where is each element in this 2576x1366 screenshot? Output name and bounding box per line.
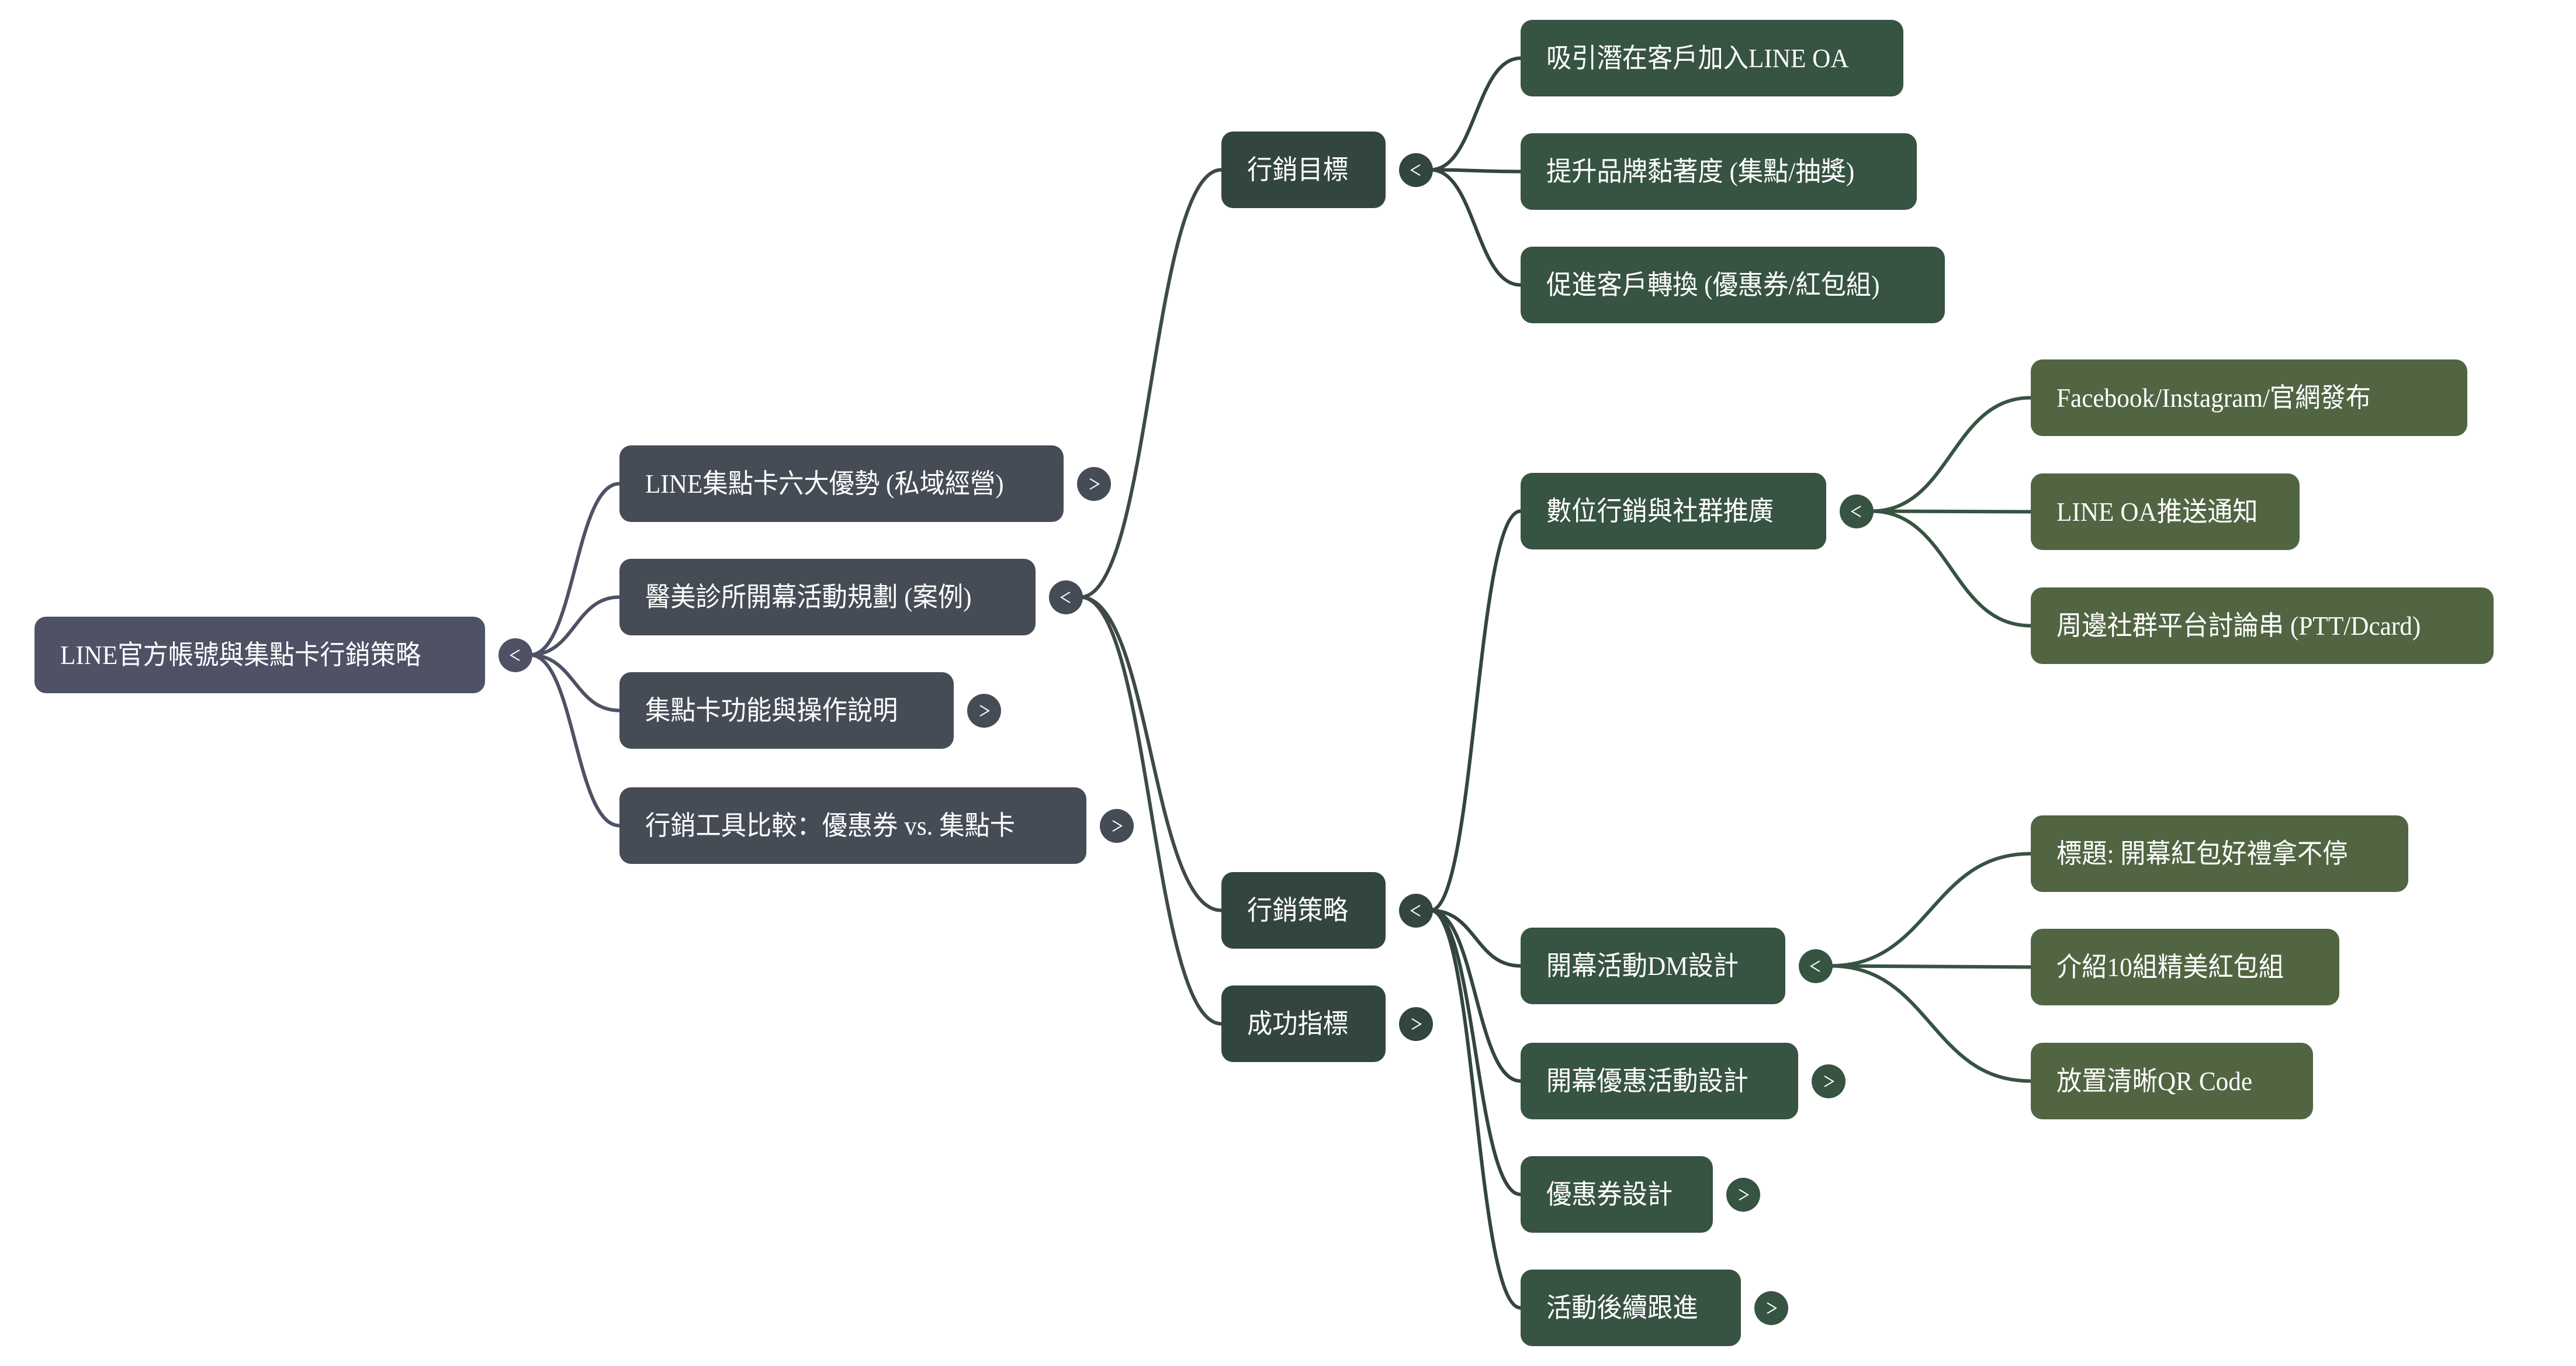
node-label: 成功指標 <box>1247 1008 1348 1039</box>
connector-line <box>1871 509 2031 514</box>
node-label: 周邊社群平台討論串 (PTT/Dcard) <box>2056 610 2421 641</box>
mindmap-node-level-3[interactable]: 活動後續跟進 <box>1521 1270 1741 1346</box>
node-label: 標題: 開幕紅包好禮拿不停 <box>2056 838 2348 869</box>
connector-line <box>1830 964 2031 1083</box>
collapse-chevron-icon[interactable] <box>1399 153 1433 187</box>
node-label: 優惠券設計 <box>1546 1179 1673 1209</box>
node-label: 提升品牌黏著度 (集點/抽獎) <box>1546 156 1855 186</box>
mindmap-node-level-1[interactable]: LINE集點卡六大優勢 (私域經營) <box>619 445 1064 522</box>
connector-line <box>1430 908 1521 968</box>
node-label: 介紹10組精美紅包組 <box>2056 952 2284 982</box>
node-label: LINE官方帳號與集點卡行銷策略 <box>60 639 421 670</box>
connector-line <box>1830 964 2031 969</box>
connector-line <box>1080 168 1222 599</box>
connector-line <box>1430 168 1521 174</box>
connector-line <box>1830 852 2031 968</box>
node-label: 活動後續跟進 <box>1546 1292 1698 1323</box>
mindmap-node-level-3[interactable]: 開幕優惠活動設計 <box>1521 1043 1798 1119</box>
node-label: 行銷目標 <box>1247 154 1348 185</box>
node-label: LINE集點卡六大優勢 (私域經營) <box>645 468 1004 499</box>
mindmap-node-level-1[interactable]: 集點卡功能與操作說明 <box>619 672 954 749</box>
expand-chevron-icon[interactable] <box>1077 466 1111 501</box>
mindmap-node-level-3[interactable]: 數位行銷與社群推廣 <box>1521 473 1826 549</box>
connector-line <box>1430 908 1521 1196</box>
mindmap-node-level-4[interactable]: 標題: 開幕紅包好禮拿不停 <box>2031 815 2408 892</box>
expand-chevron-icon[interactable] <box>1726 1177 1760 1212</box>
node-label: 醫美診所開幕活動規劃 (案例) <box>645 582 972 612</box>
connector-line <box>1871 396 2031 513</box>
mindmap-node-level-2[interactable]: 成功指標 <box>1221 985 1386 1062</box>
mindmap-node-level-4[interactable]: 周邊社群平台討論串 (PTT/Dcard) <box>2031 587 2494 664</box>
mindmap-node-level-2[interactable]: 行銷目標 <box>1221 132 1386 208</box>
connector-line <box>1430 168 1521 287</box>
collapse-chevron-icon[interactable] <box>1840 494 1874 528</box>
expand-chevron-icon[interactable] <box>1399 1007 1433 1041</box>
mindmap-node-level-2[interactable]: 行銷策略 <box>1221 872 1386 949</box>
node-label: 吸引潛在客戶加入LINE OA <box>1546 43 1849 73</box>
connector-line <box>1430 56 1521 172</box>
node-label: 行銷工具比較：優惠券 vs. 集點卡 <box>645 810 1016 841</box>
collapse-chevron-icon[interactable] <box>1399 893 1433 928</box>
connector-line <box>1430 908 1521 1310</box>
collapse-chevron-icon[interactable] <box>498 638 532 672</box>
node-label: 促進客戶轉換 (優惠券/紅包組) <box>1546 269 1880 300</box>
mindmap-node-level-3[interactable]: 吸引潛在客戶加入LINE OA <box>1521 20 1903 96</box>
collapse-chevron-icon[interactable] <box>1049 580 1083 614</box>
mindmap-node-level-1[interactable]: 行銷工具比較：優惠券 vs. 集點卡 <box>619 787 1086 864</box>
connector-line <box>1430 509 1521 912</box>
connector-line <box>529 653 620 713</box>
node-label: 開幕活動DM設計 <box>1546 950 1739 981</box>
collapse-chevron-icon[interactable] <box>1799 949 1833 983</box>
connector-line <box>529 482 620 657</box>
node-label: 集點卡功能與操作說明 <box>645 695 898 725</box>
expand-chevron-icon[interactable] <box>1100 808 1134 843</box>
mindmap-node-level-1[interactable]: 醫美診所開幕活動規劃 (案例) <box>619 559 1036 635</box>
mindmap-node-level-4[interactable]: LINE OA推送通知 <box>2031 473 2300 550</box>
mindmap-node-level-4[interactable]: 介紹10組精美紅包組 <box>2031 929 2339 1005</box>
expand-chevron-icon[interactable] <box>1754 1291 1788 1325</box>
mindmap-node-level-3[interactable]: 提升品牌黏著度 (集點/抽獎) <box>1521 133 1917 210</box>
node-label: 行銷策略 <box>1247 895 1348 925</box>
mindmap-node-level-4[interactable]: 放置清晰QR Code <box>2031 1043 2313 1119</box>
node-label: 開幕優惠活動設計 <box>1546 1066 1749 1096</box>
connector-line <box>1080 595 1222 912</box>
expand-chevron-icon[interactable] <box>1812 1064 1846 1098</box>
node-label: 放置清晰QR Code <box>2056 1066 2253 1096</box>
node-label: LINE OA推送通知 <box>2056 496 2258 527</box>
connector-line <box>1080 595 1222 1026</box>
connector-line <box>1871 509 2031 628</box>
mindmap-node-level-3[interactable]: 促進客戶轉換 (優惠券/紅包組) <box>1521 247 1945 323</box>
mindmap-node-level-4[interactable]: Facebook/Instagram/官網發布 <box>2031 359 2467 436</box>
expand-chevron-icon[interactable] <box>967 693 1001 728</box>
mindmap-node-level-3[interactable]: 開幕活動DM設計 <box>1521 928 1785 1004</box>
mindmap-node-level-3[interactable]: 優惠券設計 <box>1521 1156 1713 1233</box>
connector-line <box>1430 908 1521 1083</box>
root-node[interactable]: LINE官方帳號與集點卡行銷策略 <box>34 617 485 693</box>
connector-line <box>529 653 620 828</box>
connector-line <box>529 595 620 657</box>
node-label: Facebook/Instagram/官網發布 <box>2056 382 2371 413</box>
node-label: 數位行銷與社群推廣 <box>1546 496 1774 526</box>
